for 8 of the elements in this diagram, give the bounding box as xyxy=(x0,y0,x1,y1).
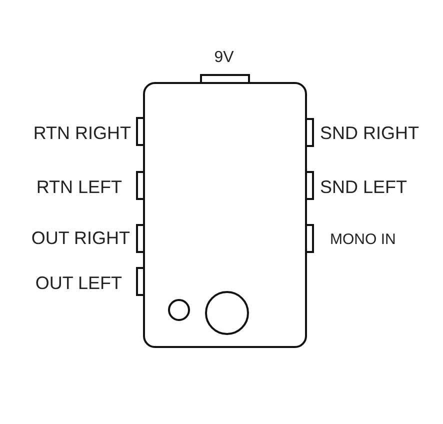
jack-label: RTN RIGHT xyxy=(33,124,131,142)
jack-label: MONO IN xyxy=(330,232,396,246)
jack-label: OUT RIGHT xyxy=(31,229,130,247)
jack-label: RTN LEFT xyxy=(36,178,122,196)
jack-label: SND RIGHT xyxy=(320,124,419,142)
power-label: 9V xyxy=(214,50,234,66)
jack-label: OUT LEFT xyxy=(35,274,122,292)
jack-label: SND LEFT xyxy=(320,178,408,196)
